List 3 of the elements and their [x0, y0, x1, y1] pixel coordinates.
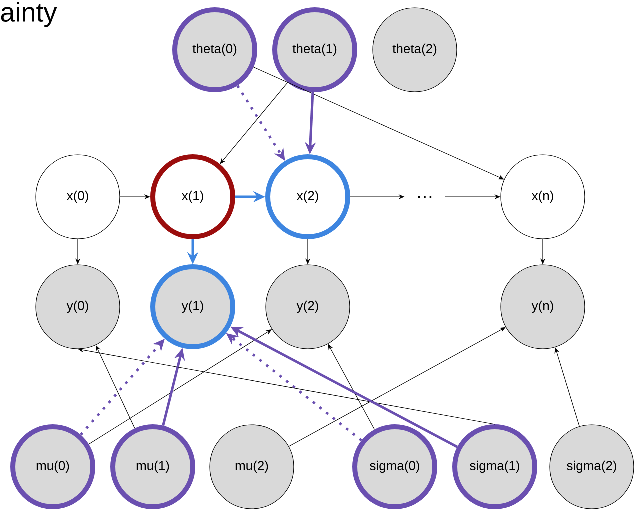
arrow — [288, 327, 506, 447]
ellipsis-text: … — [418, 196, 432, 198]
heading-text: ainty — [1, 2, 58, 28]
